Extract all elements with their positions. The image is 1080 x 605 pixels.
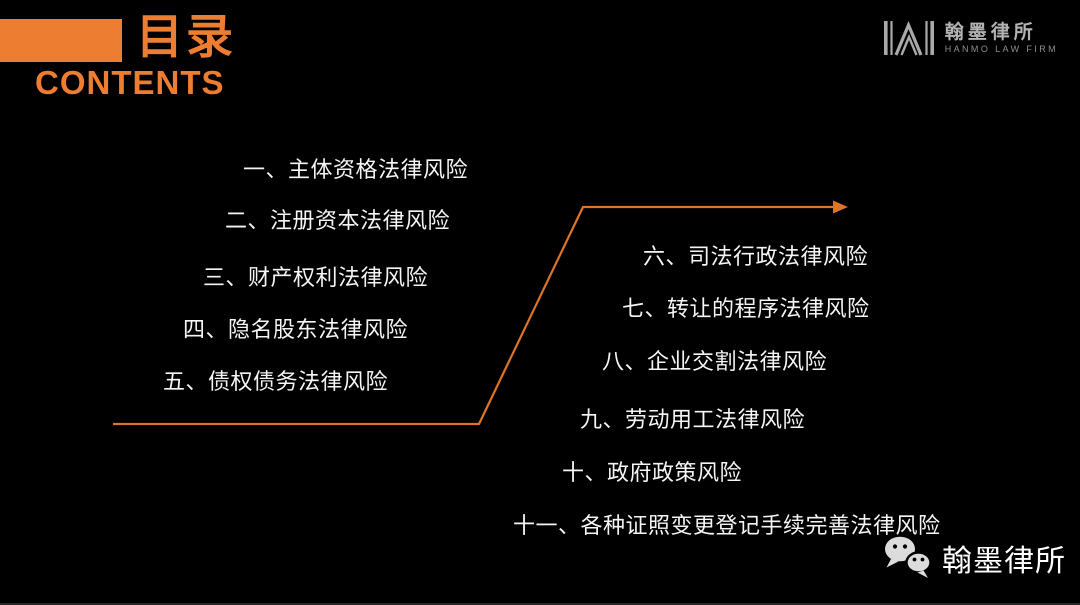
toc-item-3: 三、财产权利法律风险 [203, 265, 429, 290]
wechat-icon [884, 536, 932, 580]
hanmo-logo-icon [883, 20, 936, 56]
toc-item-11: 十一、各种证照变更登记手续完善法律风险 [513, 513, 941, 538]
wechat-footer: 翰墨律所 [884, 536, 1066, 580]
toc-item-7: 七、转让的程序法律风险 [622, 296, 870, 321]
logo-name-en: HANMO LAW FIRM [944, 43, 1058, 54]
toc-item-8: 八、企业交割法律风险 [602, 349, 828, 374]
toc-item-5: 五、债权债务法律风险 [163, 369, 389, 394]
toc-item-6: 六、司法行政法律风险 [643, 244, 869, 269]
wechat-account-name: 翰墨律所 [942, 545, 1066, 578]
toc-item-4: 四、隐名股东法律风险 [183, 317, 409, 342]
logo-name-cn: 翰墨律所 [944, 21, 1037, 43]
page-subtitle: CONTENTS [35, 64, 225, 101]
company-logo: 翰墨律所 HANMO LAW FIRM [883, 20, 1058, 56]
toc-item-2: 二、注册资本法律风险 [225, 208, 451, 233]
toc-item-10: 十、政府政策风险 [562, 460, 743, 485]
bottom-divider [0, 603, 1080, 605]
page-title: 目录 [136, 10, 236, 63]
title-accent-bar [0, 19, 122, 62]
logo-text: 翰墨律所 HANMO LAW FIRM [945, 22, 1058, 55]
toc-item-9: 九、劳动用工法律风险 [580, 407, 806, 432]
toc-item-1: 一、主体资格法律风险 [243, 157, 469, 182]
